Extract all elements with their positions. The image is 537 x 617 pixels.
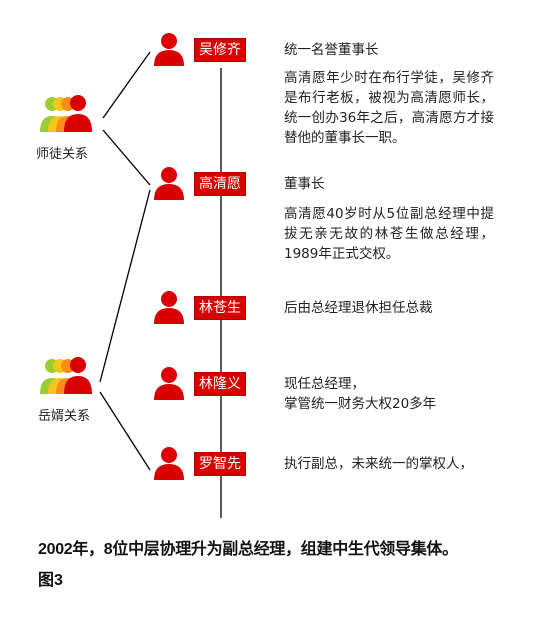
caption: 2002年，8位中层协理升为副总经理，组建中生代领导集体。 — [38, 541, 458, 558]
person-silhouette-icon — [40, 357, 92, 394]
person-icon — [152, 166, 186, 204]
person-silhouette-icon — [40, 95, 92, 132]
person-icon — [152, 366, 186, 404]
person-icon — [152, 446, 186, 484]
person-description: 现任总经理， 掌管统一财务大权20多年 — [284, 376, 437, 412]
group-mentor-icon — [38, 94, 98, 138]
group-inlaw-icon — [38, 356, 98, 400]
group-inlaw-label: 岳婿关系 — [38, 409, 91, 424]
person-icon — [152, 290, 186, 328]
person-description: 后由总经理退休担任总裁 — [284, 300, 433, 316]
person-role: 董事长 — [284, 176, 325, 192]
branch-line — [99, 189, 151, 383]
branch-line — [102, 129, 151, 186]
person-name-tag: 吴修齐 — [194, 38, 246, 62]
group-mentor-label: 师徒关系 — [36, 147, 89, 162]
figure-label: 图3 — [38, 572, 63, 589]
branch-line — [102, 51, 151, 119]
person-name-tag: 林隆义 — [194, 372, 246, 396]
person-name-tag: 高清愿 — [194, 172, 246, 196]
person-description: 高清愿年少时在布行学徒，吴修齐是布行老板，被视为高清愿师长，统一创办36年之后，… — [284, 70, 494, 146]
person-description: 高清愿40岁时从5位副总经理中提拔无亲无故的林苍生做总经理，1989年正式交权。 — [284, 206, 494, 262]
person-role: 统一名誉董事长 — [284, 42, 379, 58]
person-name-tag: 林苍生 — [194, 296, 246, 320]
person-icon — [152, 32, 186, 70]
person-description: 执行副总，未来统一的掌权人， — [284, 456, 473, 472]
branch-line — [99, 391, 151, 471]
person-name-tag: 罗智先 — [194, 452, 246, 476]
